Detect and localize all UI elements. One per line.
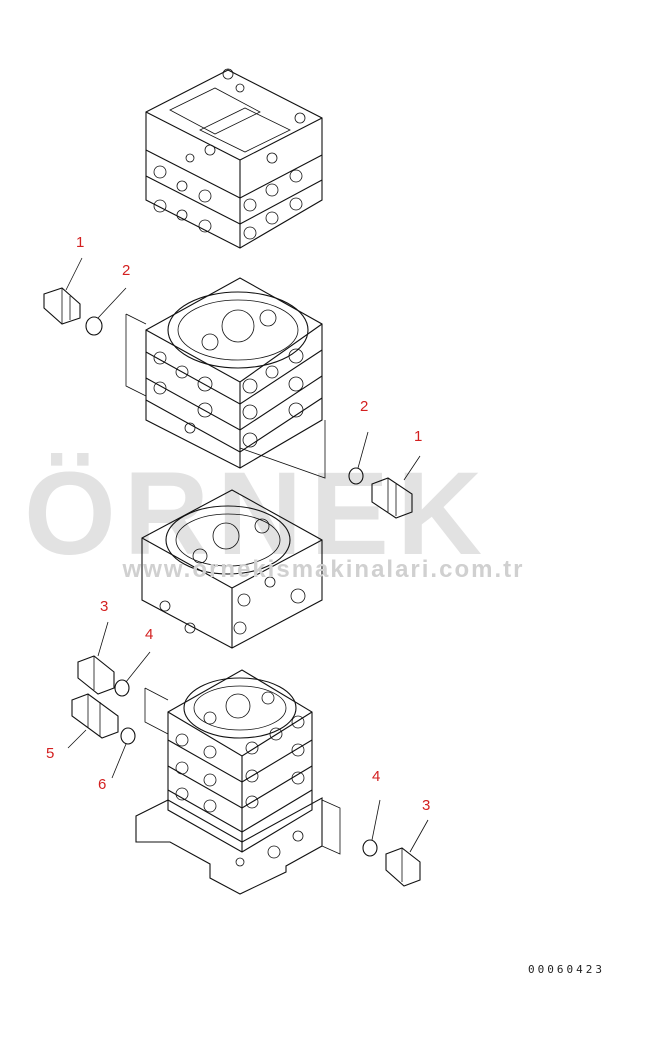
valve-section-3 [141,489,323,649]
callout-2-upper: 2 [122,262,131,279]
plug-1-upper-left [43,287,81,325]
callout-3-right: 3 [422,797,431,814]
plug-1-right [371,477,413,519]
valve-section-base [135,669,341,895]
o-ring-6 [120,727,136,745]
drawing-number: 00060423 [528,963,605,976]
callout-4-left: 4 [145,626,154,643]
watermark-url: www.ornekismakinalari.com.tr [122,556,525,583]
o-ring-4-right [362,839,378,857]
o-ring-4-left [114,679,130,697]
o-ring-2-upper [85,316,103,336]
leader-lines [65,257,429,853]
callout-3-left: 3 [100,598,109,615]
callout-2-right: 2 [360,398,369,415]
callout-1-upper: 1 [76,234,85,251]
callout-4-right: 4 [372,768,381,785]
o-ring-2-right [348,467,364,485]
callout-5: 5 [46,745,55,762]
valve-cover-block [145,68,323,249]
valve-section-2 [125,277,326,479]
plug-3-right [385,847,421,887]
callout-6: 6 [98,776,107,793]
callout-1-right: 1 [414,428,423,445]
relief-valve-5 [71,693,119,739]
plug-3-left [77,655,115,695]
